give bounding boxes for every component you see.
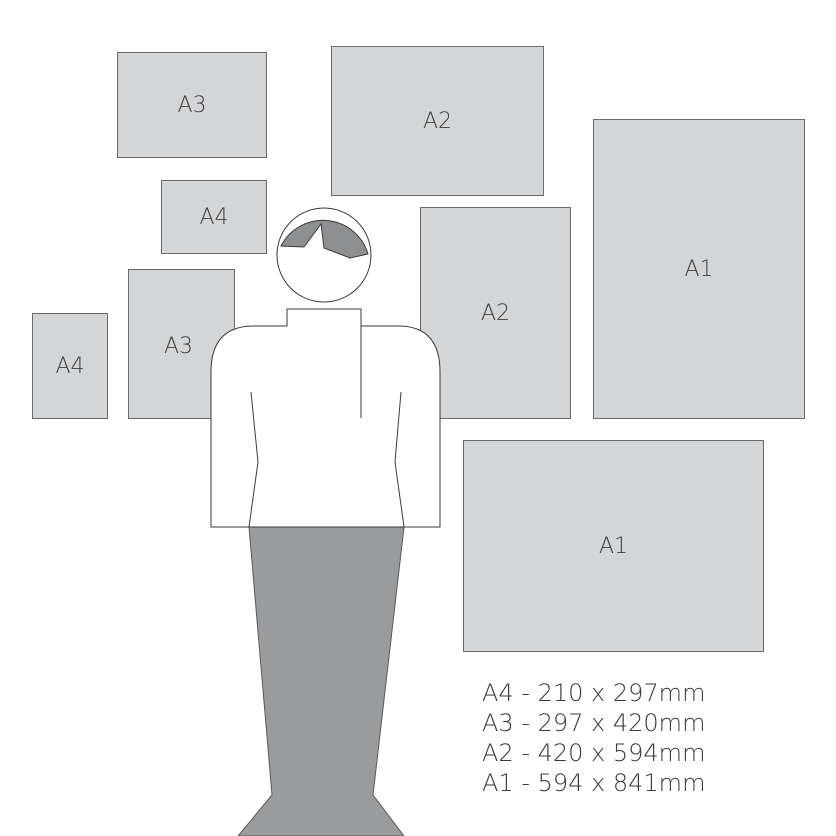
legend-item-a1: A1 - 594 x 841mm <box>482 769 706 797</box>
frame-a1-bottom: A1 <box>463 440 764 652</box>
frame-label: A1 <box>598 533 629 559</box>
frame-a4-mid: A4 <box>161 180 267 254</box>
frame-label: A1 <box>684 256 714 282</box>
legend-item-a2: A2 - 420 x 594mm <box>482 739 706 767</box>
frame-label: A3 <box>177 92 207 118</box>
figure-legs <box>237 526 405 836</box>
frame-label: A2 <box>422 108 453 134</box>
figure-hair <box>280 219 369 259</box>
frame-a1-right: A1 <box>593 119 805 419</box>
paper-size-legend: A4 - 210 x 297mm A3 - 297 x 420mm A2 - 4… <box>482 678 705 798</box>
frame-a2-mid: A2 <box>420 207 571 419</box>
frame-a2-top: A2 <box>331 46 544 196</box>
frame-label: A4 <box>199 204 229 230</box>
legend-item-a3: A3 - 297 x 420mm <box>482 709 706 737</box>
frame-a4-left: A4 <box>32 313 108 419</box>
frame-a3-top: A3 <box>117 52 267 158</box>
figure-left-arm-line <box>248 391 259 528</box>
frame-label: A4 <box>55 353 85 379</box>
frame-label: A3 <box>164 333 194 359</box>
figure-torso <box>210 308 441 528</box>
frame-label: A2 <box>480 300 511 326</box>
figure-right-arm-line <box>394 391 405 528</box>
legend-item-a4: A4 - 210 x 297mm <box>482 679 706 707</box>
